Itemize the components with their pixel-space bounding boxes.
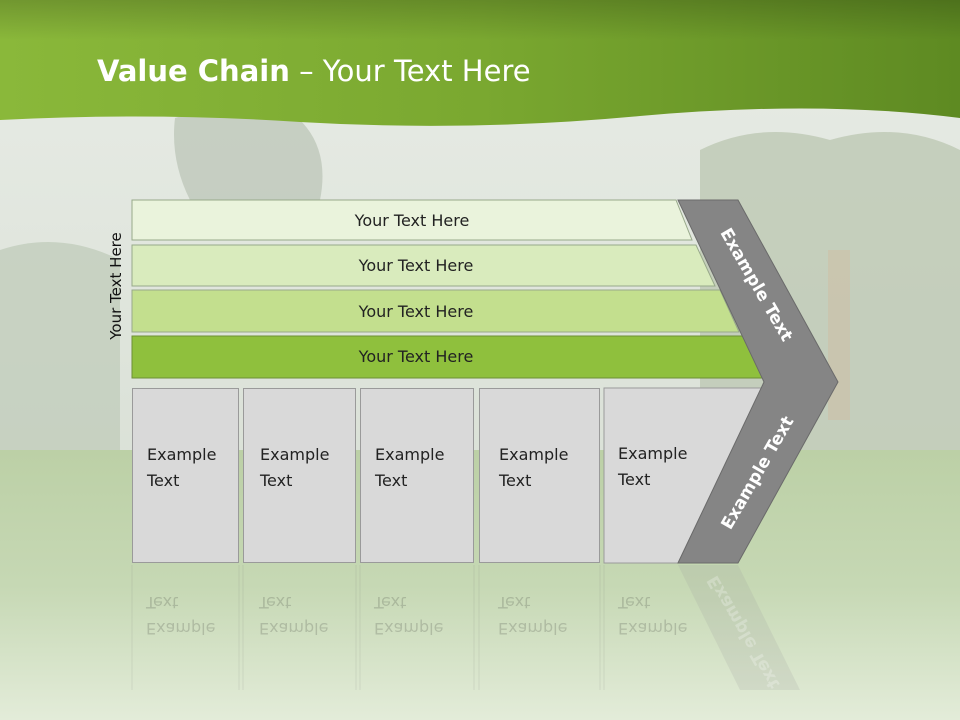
tier-3-shape [131, 289, 740, 333]
box-2-reflection-line-1: Example [259, 619, 329, 638]
chevron-shape [677, 199, 839, 564]
box-1-reflection-line-2: Text [146, 593, 179, 612]
box-2-line-2: Text [260, 471, 293, 490]
box-1-reflection-line-1: Example [146, 619, 216, 638]
tier-3: Your Text Here [132, 290, 739, 332]
tier-1-shape [131, 199, 693, 241]
slide-title: Value Chain – Your Text Here [97, 54, 531, 88]
box-4-reflection-line-1: Example [498, 619, 568, 638]
box-5-reflection-line-2: Text [618, 593, 651, 612]
box-4-reflection-line-2: Text [498, 593, 531, 612]
box-4-line-1: Example [499, 445, 569, 464]
box-3-reflection-line-2: Text [374, 593, 407, 612]
tier-2-shape [131, 244, 716, 287]
slide-title-bold: Value Chain [97, 54, 290, 88]
tier-2-label: Your Text Here [358, 256, 474, 275]
box-1-line-2: Text [147, 471, 180, 490]
tier-1-label: Your Text Here [354, 210, 470, 230]
box-2-reflection: Example Text [243, 565, 356, 695]
tier-1: Your Text Here [132, 200, 692, 240]
box-4-line-2: Text [499, 471, 532, 490]
box-5: Example Text [604, 388, 688, 563]
box-5-reflection: Example Text [604, 565, 694, 695]
box-1-line-1: Example [147, 445, 217, 464]
box-3-reflection: Example Text [360, 565, 474, 695]
box-3: Example Text [360, 388, 474, 563]
tier-4-label: Your Text Here [358, 347, 474, 366]
box-2: Example Text [243, 388, 356, 563]
box-2-reflection-line-2: Text [259, 593, 292, 612]
tier-4: Your Text Here [132, 336, 764, 377]
chevron-reflection [678, 565, 800, 690]
box-4: Example Text [479, 388, 600, 563]
tier-2: Your Text Here [132, 245, 739, 286]
box-3-reflection-line-1: Example [374, 619, 444, 638]
box-1-reflection: Example Text [132, 565, 239, 695]
box-5-line-1: Example [618, 444, 688, 463]
tier-3-label: Your Text Here [358, 301, 474, 321]
box-3-line-2: Text [375, 471, 408, 490]
box-5-reflection-line-1: Example [618, 619, 688, 638]
box-2-line-1: Example [260, 445, 330, 464]
box-4-reflection: Example Text [479, 565, 600, 695]
slide-title-rest: – Your Text Here [289, 54, 531, 88]
box-1: Example Text [132, 388, 239, 563]
box-3-line-1: Example [375, 445, 445, 464]
box-5-line-2: Text [618, 470, 651, 489]
